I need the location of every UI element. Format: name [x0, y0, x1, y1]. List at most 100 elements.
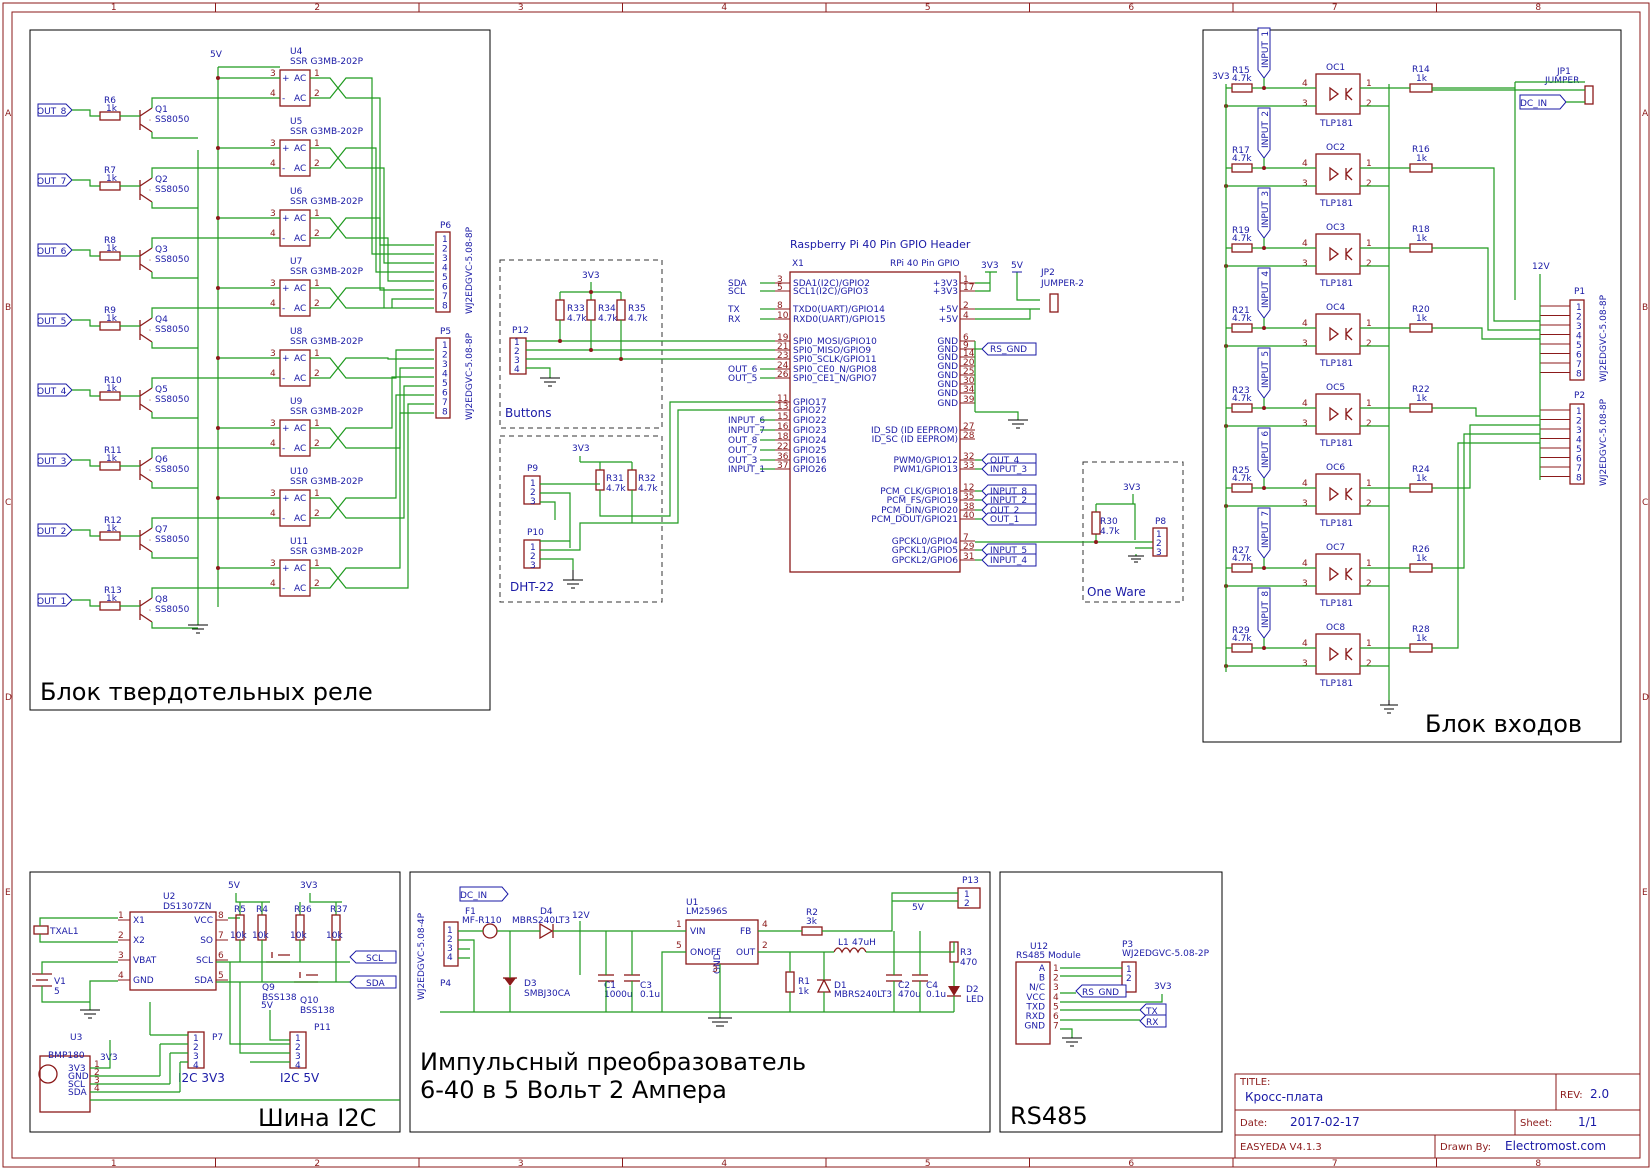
ssr-ac-1: AC: [294, 424, 306, 434]
rs485-block-title: RS485: [1010, 1102, 1088, 1130]
connector-pin-label: 2: [442, 351, 448, 361]
ssr-pin-3: 3: [270, 489, 276, 499]
input-pullup-val: 4.7k: [1232, 554, 1252, 564]
gpio-pin-number: 6: [963, 333, 969, 343]
opto-pin-1: 1: [1366, 479, 1372, 489]
connector-body: [435, 231, 451, 313]
gpio-pin-name: ID_SC (ID EEPROM): [872, 435, 958, 445]
gpio-pin-name: GND: [937, 337, 958, 347]
q9-ref: Q9: [262, 983, 275, 993]
connector-val: WJ2EDGVC-5.08-8P: [1599, 294, 1609, 382]
input-pullup-ref: R19: [1232, 226, 1250, 236]
input-series-val: 1k: [1416, 474, 1428, 484]
input-series-ref: R24: [1412, 465, 1430, 475]
rev-label: REV:: [1560, 1090, 1583, 1101]
ssr-pin-4: 4: [270, 159, 276, 169]
buttons-rail: 3V3: [582, 271, 600, 281]
ssr-output-wires: [218, 403, 434, 589]
p12-pin-label: 2: [514, 347, 520, 357]
rtc-pin-name: X2: [133, 936, 145, 946]
ssr-plus: +: [282, 214, 290, 224]
ssr-minus: -: [282, 584, 285, 594]
q9-mosfet: [266, 952, 290, 963]
i2c-5v-caption: I2C 5V: [280, 1071, 320, 1085]
gpio-pin-number: 21: [777, 342, 788, 352]
p3-pins: 12: [1126, 965, 1132, 984]
drawn-label: Drawn By:: [1440, 1142, 1491, 1153]
p4-ref: P4: [440, 979, 451, 989]
r30-body: [1091, 511, 1101, 535]
bmp-pin-number: 4: [94, 1084, 100, 1094]
gpio-net-flag: [981, 553, 1037, 567]
ssr-ac-1: AC: [294, 214, 306, 224]
gpio-5v-label: 5V: [1011, 261, 1024, 271]
input-pullup-resistor: [1231, 163, 1253, 173]
ssr-minus: -: [282, 304, 285, 314]
gpio-net-label: OUT_6: [728, 365, 758, 375]
d2-ref: D2: [966, 985, 979, 995]
transistor-ref: Q6: [155, 455, 168, 465]
gpio-pin-number: 35: [963, 492, 974, 502]
crystal-body: [33, 925, 49, 935]
transistor-symbol: [139, 107, 153, 133]
p4-pin-label: 4: [447, 953, 453, 963]
inputs-ground: [1380, 700, 1398, 714]
gpio-pin-number: 38: [963, 502, 975, 512]
connector-pin-label: 3: [1576, 322, 1582, 332]
out-flag: OUT_1: [37, 593, 73, 607]
ssr-plus: +: [282, 494, 290, 504]
d3-ref: D3: [524, 979, 537, 989]
gpio-net-label: OUT_7: [728, 446, 757, 456]
button-resistor-ref: R35: [628, 304, 646, 314]
onewire-block: One Ware 3V3 R30 4.7k P8 123: [975, 461, 1184, 603]
opto-symbol: [1329, 566, 1353, 582]
battery-symbol: [32, 973, 52, 987]
rev-value: 2.0: [1590, 1087, 1609, 1101]
connector-ref: P6: [440, 221, 451, 231]
p4-pin-label: 2: [447, 935, 453, 945]
rtc-pin-number: 4: [118, 971, 124, 981]
input-pullup-ref: R15: [1232, 66, 1250, 76]
scl-flag: SCL: [349, 950, 397, 964]
input-junction: [1262, 486, 1266, 490]
p13-pin-label: 2: [964, 899, 970, 909]
p12-pin-label: 4: [514, 365, 520, 375]
gpio-pin-number: 31: [963, 552, 974, 562]
connector-body: [1569, 403, 1585, 485]
jp1-ref: JP1: [1556, 67, 1571, 77]
opto-val: TLP181: [1319, 279, 1353, 289]
opto-symbol: [1329, 86, 1353, 102]
d1-val: MBRS240LT3: [834, 990, 892, 1000]
dht-pin-label: 2: [530, 488, 536, 498]
opto-val: TLP181: [1319, 119, 1353, 129]
ssr-val: SSR G3MB-202P: [290, 57, 364, 67]
ssr-pin-4: 4: [270, 439, 276, 449]
gpio-pin-number: 28: [963, 431, 975, 441]
ruler-col-bottom: 2: [314, 1159, 320, 1169]
input-series-resistor: [1409, 243, 1433, 253]
battery-val: 5: [54, 987, 60, 997]
ruler-col-bottom: 6: [1128, 1159, 1134, 1169]
relay-block-title: Блок твердотельных реле: [40, 678, 373, 706]
relay-junction: [216, 146, 220, 150]
input-pullup-val: 4.7k: [1232, 234, 1252, 244]
input-junction: [1262, 86, 1266, 90]
battery-ref: V1: [54, 977, 66, 987]
ssr-ref: U8: [290, 327, 303, 337]
out-flag-label: OUT_6: [37, 247, 67, 257]
gpio-right-pin: 28 ID_SC (ID EEPROM): [872, 431, 975, 445]
dht-pin-label: 2: [530, 552, 536, 562]
ssr-pin-3: 3: [270, 419, 276, 429]
input-flag: [1257, 267, 1271, 319]
button-resistor-val: 4.7k: [598, 314, 618, 324]
transistor-symbol: [139, 527, 153, 553]
ssr-minus: -: [282, 374, 285, 384]
l1-val: 47uH: [852, 938, 876, 948]
input-series-ref: R20: [1412, 305, 1430, 315]
gpio-right-pin: 4+5V: [939, 311, 975, 325]
